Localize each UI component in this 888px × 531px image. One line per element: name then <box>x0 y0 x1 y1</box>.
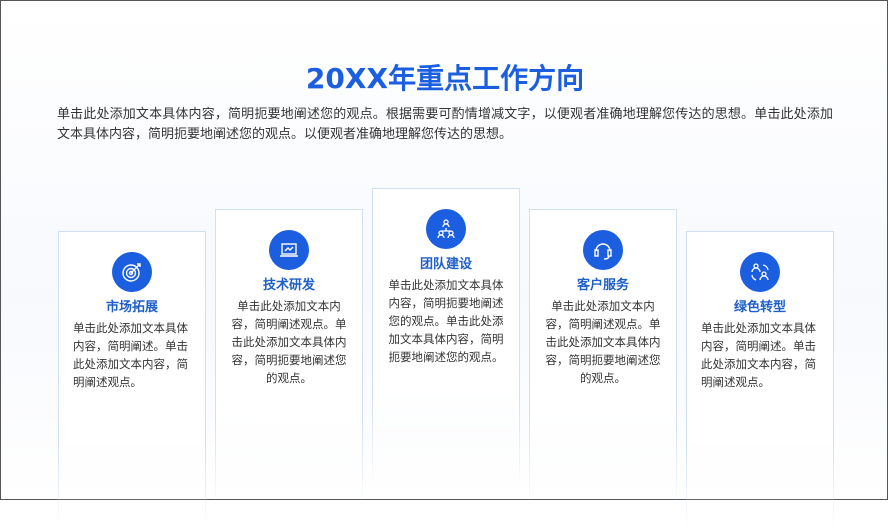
card-tech: 技术研发 单击此处添加文本内容，简明阐述观点。单击此处添加文本具体内容，简明扼要… <box>215 209 363 509</box>
user-exchange-icon <box>740 252 780 292</box>
card-team: 团队建设 单击此处添加文本具体内容，简明扼要地阐述您的观点。单击此处添加文本具体… <box>372 188 520 488</box>
page-title: 20XX年重点工作方向 <box>305 62 585 95</box>
team-hierarchy-icon <box>426 209 466 249</box>
description: 单击此处添加文本具体内容，简明扼要地阐述您的观点。根据需要可酌情增减文字，以便观… <box>57 107 833 142</box>
card-green: 绿色转型 单击此处添加文本具体内容，简明阐述。单击此处添加文本内容，简明阐述观点… <box>686 231 834 531</box>
card-service: 客户服务 单击此处添加文本内容，简明阐述观点。单击此处添加文本具体内容，简明扼要… <box>529 209 677 509</box>
card-body: 单击此处添加文本具体内容，简明扼要地阐述您的观点。单击此处添加文本具体内容，简明… <box>388 278 504 364</box>
laptop-chart-icon <box>269 230 309 270</box>
card-body: 单击此处添加文本具体内容，简明阐述。单击此处添加文本内容，简明阐述观点。 <box>73 321 188 389</box>
card-title: 市场拓展 <box>105 300 158 315</box>
card-title: 技术研发 <box>262 278 315 293</box>
headset-icon <box>583 230 623 270</box>
card-title: 客户服务 <box>576 278 629 293</box>
target-icon <box>112 252 152 292</box>
card-market: 市场拓展 单击此处添加文本具体内容，简明阐述。单击此处添加文本内容，简明阐述观点… <box>58 231 206 531</box>
card-body: 单击此处添加文本具体内容，简明阐述。单击此处添加文本内容，简明阐述观点。 <box>701 321 816 389</box>
card-title: 团队建设 <box>419 257 472 272</box>
card-body: 单击此处添加文本内容，简明阐述观点。单击此处添加文本具体内容，简明扼要地阐述您的… <box>545 299 661 385</box>
card-body: 单击此处添加文本内容，简明阐述观点。单击此处添加文本具体内容，简明扼要地阐述您的… <box>231 299 347 385</box>
card-title: 绿色转型 <box>733 300 786 315</box>
